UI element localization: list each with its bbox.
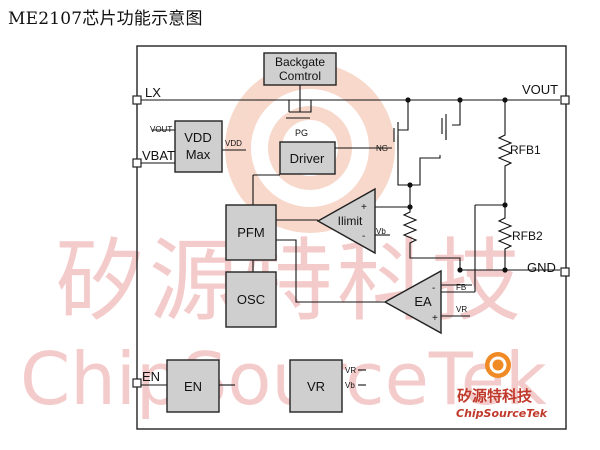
- ea-minus: -: [432, 283, 435, 294]
- ea-amplifier: EA - +: [383, 269, 442, 335]
- ilimit-minus: -: [362, 231, 365, 242]
- fb-label: FB: [456, 283, 466, 292]
- ilimit-plus: +: [361, 202, 367, 213]
- wires: [141, 84, 560, 386]
- vout-signal-label: VOUT: [150, 125, 172, 134]
- watermark: 矽源特科技 ChipSourceTek: [20, 63, 547, 421]
- driver-block: Driver: [279, 141, 336, 175]
- vout-pin: [560, 95, 570, 105]
- en-pin: [132, 378, 142, 388]
- logo-badge-icon: [485, 352, 511, 378]
- en-block: EN: [166, 359, 220, 413]
- ng-label: NG: [376, 144, 388, 153]
- vdd-signal-label: VDD: [225, 139, 242, 148]
- low-side-nmos: [393, 122, 399, 150]
- junction-dot: [502, 97, 508, 103]
- junction-dot: [407, 182, 413, 188]
- logo-badge-inner: [489, 356, 507, 374]
- page-title: ME2107芯片功能示意图: [8, 9, 203, 29]
- company-logo: 矽源特科技 ChipSourceTek: [456, 352, 548, 420]
- gnd-pin: [560, 267, 570, 277]
- vr-output-label: VR: [345, 366, 356, 375]
- junction-dot: [502, 267, 508, 273]
- junction-dot: [405, 97, 411, 103]
- ea-plus: +: [432, 313, 438, 324]
- vbat-pin-label: VBAT: [142, 148, 175, 163]
- backgate-label-1: Backgate: [275, 55, 325, 69]
- driver-label: Driver: [290, 151, 325, 166]
- junction-dot: [457, 97, 463, 103]
- vdd-max-label-1: VDD: [184, 130, 211, 145]
- rfb2-label: RFB2: [512, 229, 543, 243]
- vr-block: VR: [289, 359, 343, 413]
- osc-block: OSC: [225, 271, 277, 328]
- vr-signal-label: VR: [456, 305, 467, 314]
- logo-en-text: ChipSourceTek: [456, 407, 548, 420]
- ea-label: EA: [414, 294, 432, 309]
- ilimit-label: Ilimit: [338, 214, 363, 228]
- vdd-max-block: VDD Max: [174, 120, 223, 173]
- osc-label: OSC: [237, 292, 265, 307]
- en-block-label: EN: [184, 379, 202, 394]
- gnd-pin-label: GND: [527, 260, 556, 275]
- lx-pin: [132, 95, 142, 105]
- watermark-en: ChipSourceTek: [20, 337, 547, 421]
- sense-resistor: [402, 207, 418, 245]
- chip-outline: [136, 45, 567, 430]
- en-pin-label: EN: [142, 369, 160, 384]
- vdd-max-label-2: Max: [186, 147, 211, 162]
- backgate-label-2: Comtrol: [279, 69, 321, 83]
- rfb1-label: RFB1: [510, 143, 541, 157]
- pg-label: PG: [295, 128, 308, 138]
- vb-output-label: Vb: [345, 381, 355, 390]
- vr-block-label: VR: [307, 379, 325, 394]
- rfb1-resistor: RFB1: [497, 130, 541, 168]
- high-side-pmos: [286, 111, 310, 119]
- pfm-block: PFM: [225, 204, 277, 261]
- logo-cn-text: 矽源特科技: [457, 387, 533, 405]
- watermark-cn: 矽源特科技: [55, 229, 525, 334]
- vb-label: Vb: [376, 227, 386, 236]
- vbat-pin: [132, 158, 142, 168]
- lx-pin-label: LX: [145, 85, 161, 100]
- sync-pmos: [441, 114, 447, 140]
- backgate-control-block: Backgate Comtrol: [263, 52, 337, 86]
- rfb2-resistor: RFB2: [497, 205, 543, 250]
- ilimit-comparator: Ilimit + -: [316, 187, 376, 255]
- vout-pin-label: VOUT: [522, 82, 558, 97]
- pfm-label: PFM: [237, 225, 264, 240]
- junction-dot: [457, 267, 463, 273]
